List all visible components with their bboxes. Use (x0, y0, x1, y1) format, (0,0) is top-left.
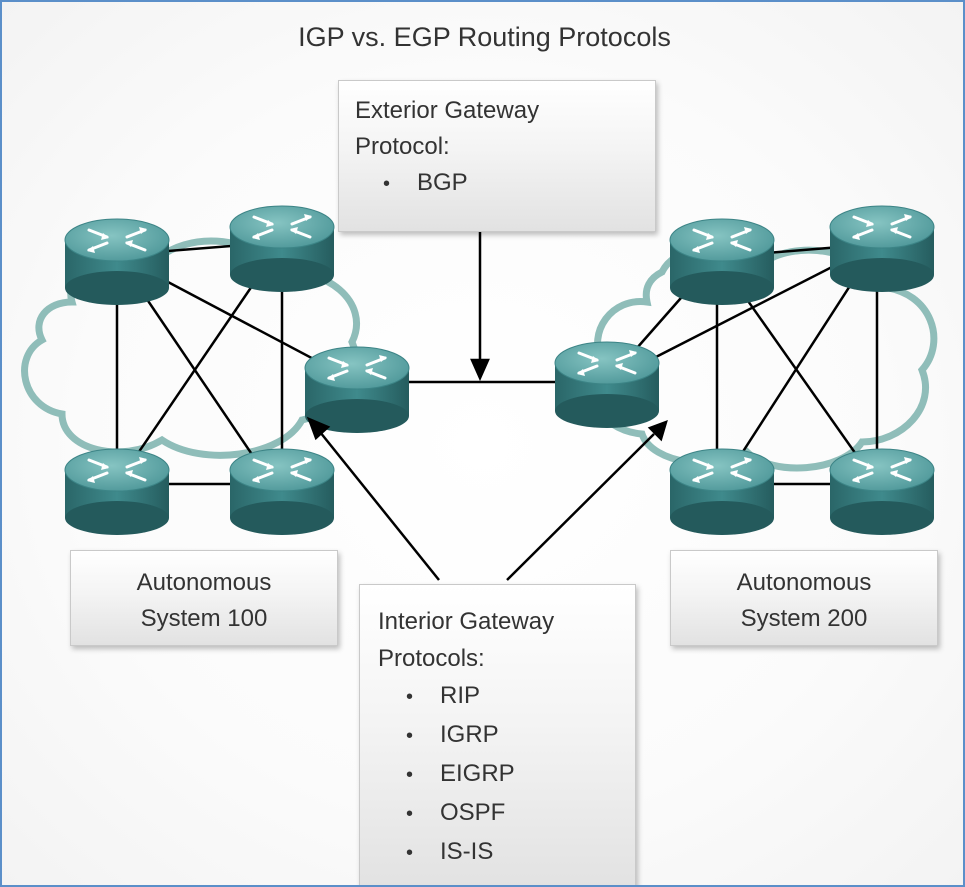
list-item: •EIGRP (406, 760, 515, 787)
router-icon (668, 217, 776, 307)
router-icon (303, 345, 411, 435)
igp-heading-line1: Interior Gateway (378, 608, 555, 635)
as200-label-box: Autonomous System 200 (670, 550, 938, 646)
router-icon (63, 447, 171, 537)
as200-line1: Autonomous (736, 569, 872, 596)
igp-box: Interior Gateway Protocols: •RIP •IGRP •… (359, 584, 636, 885)
router-icon (668, 447, 776, 537)
list-item: •RIP (406, 682, 481, 709)
igp-protocol-list: •RIP •IGRP •EIGRP •OSPF •IS-IS (378, 677, 617, 872)
router-icon (553, 340, 661, 430)
router-icon (828, 447, 936, 537)
as100-line2: System 100 (140, 605, 268, 632)
as200-line2: System 200 (740, 605, 868, 632)
list-item: •IGRP (406, 721, 499, 748)
as100-line1: Autonomous (136, 569, 272, 596)
router-icon (63, 217, 171, 307)
egp-protocol-list: •BGP (355, 165, 639, 202)
router-icon (228, 204, 336, 294)
egp-heading-line1: Exterior Gateway (355, 97, 540, 124)
router-icon (228, 447, 336, 537)
list-item: •OSPF (406, 799, 506, 826)
arrow-icon (319, 431, 440, 581)
egp-heading-line2: Protocol: (355, 133, 450, 160)
egp-box: Exterior Gateway Protocol: •BGP (338, 80, 656, 232)
as100-label-box: Autonomous System 100 (70, 550, 338, 646)
arrow-icon (506, 433, 655, 581)
igp-heading-line2: Protocols: (378, 645, 485, 672)
list-item: •IS-IS (406, 838, 494, 865)
list-item: •BGP (383, 169, 468, 196)
diagram-title: IGP vs. EGP Routing Protocols (298, 22, 671, 52)
router-icon (828, 204, 936, 294)
